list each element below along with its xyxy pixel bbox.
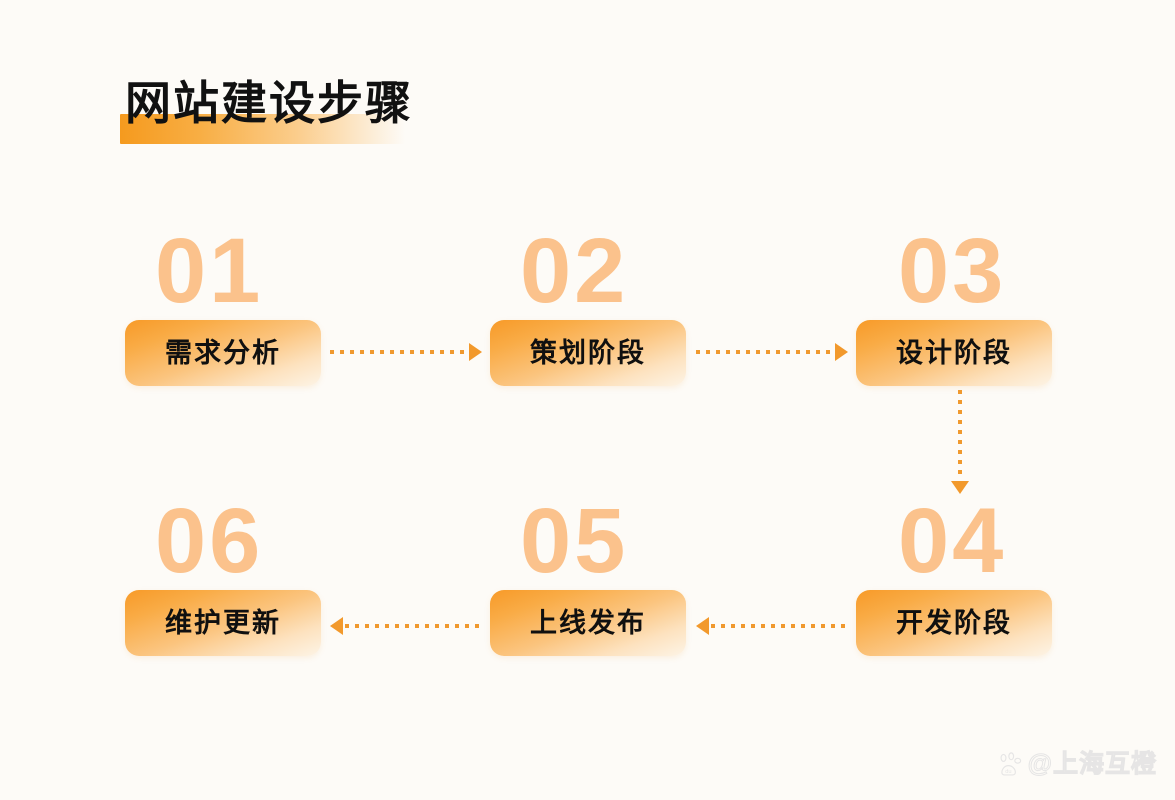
step-card-02[interactable]: 策划阶段 [490,320,686,386]
dotted-line-vertical [958,390,962,479]
dotted-line [696,350,833,354]
step-card-06[interactable]: 维护更新 [125,590,321,656]
step-number-02: 02 [520,220,629,322]
arrowhead-left-icon [330,617,343,635]
step-number-01: 01 [155,220,264,322]
page-title: 网站建设步骤 [120,70,413,146]
title-highlight-bar [120,114,405,144]
arrow-down-icon-step-03-to-04 [951,390,969,494]
step-card-01[interactable]: 需求分析 [125,320,321,386]
arrow-left-icon-step-05-to-06 [330,617,482,635]
arrowhead-left-icon [696,617,709,635]
arrowhead-right-icon [469,343,482,361]
arrowhead-down-icon [951,481,969,494]
step-card-04[interactable]: 开发阶段 [856,590,1052,656]
step-number-05: 05 [520,490,629,592]
step-number-06: 06 [155,490,264,592]
step-card-03[interactable]: 设计阶段 [856,320,1052,386]
step-label-06: 维护更新 [165,607,281,638]
step-number-03: 03 [898,220,1007,322]
step-number-04: 04 [898,490,1007,592]
step-label-03: 设计阶段 [896,337,1012,368]
svg-text:du: du [1005,769,1011,775]
arrow-right-icon-step-01-to-02 [330,343,482,361]
page-title-text: 网站建设步骤 [125,77,413,129]
watermark: du @上海互橙 [997,750,1157,779]
dotted-line [345,624,482,628]
arrowhead-right-icon [835,343,848,361]
step-card-05[interactable]: 上线发布 [490,590,686,656]
step-label-05: 上线发布 [530,607,646,638]
arrow-right-icon-step-02-to-03 [696,343,848,361]
dotted-line [711,624,848,628]
step-label-04: 开发阶段 [896,607,1012,638]
step-label-01: 需求分析 [165,337,281,368]
baidu-paw-icon: du [1000,752,1021,776]
arrow-left-icon-step-04-to-05 [696,617,848,635]
step-label-02: 策划阶段 [530,337,646,368]
watermark-text: @上海互橙 [1027,750,1157,779]
dotted-line [330,350,467,354]
